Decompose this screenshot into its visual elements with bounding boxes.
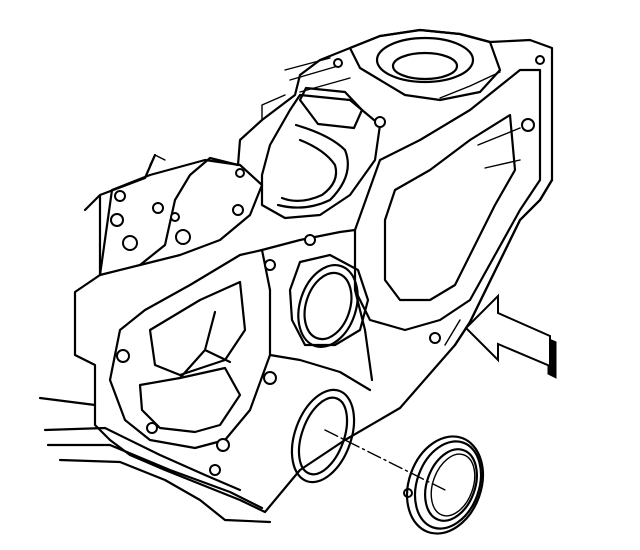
bolt-hole	[521, 118, 535, 132]
bolt-hole	[114, 190, 126, 202]
bolt-hole	[263, 371, 277, 385]
arrow-body	[464, 293, 551, 368]
bolt-hole	[304, 234, 316, 246]
bolt-hole	[264, 259, 276, 271]
bearing-saddle	[260, 93, 382, 220]
seal-outer-edge	[405, 435, 485, 535]
bolt-hole	[429, 332, 441, 344]
engine-block	[38, 28, 554, 524]
rib-1	[477, 127, 521, 146]
crank-bore-outer	[297, 264, 359, 348]
rear-panel-right	[353, 68, 542, 332]
pan-rail	[38, 396, 264, 510]
bolt-hole	[122, 235, 138, 251]
seal-inner-edge	[424, 448, 478, 522]
rear-panel-left	[108, 248, 272, 450]
bearing-saddle-arc-inner	[280, 138, 338, 202]
bolt-hole	[209, 464, 221, 476]
left-web-center	[178, 310, 232, 380]
bolt-hole	[175, 229, 191, 245]
bolt-hole	[170, 212, 180, 222]
centerline-dashed	[324, 429, 446, 491]
pan-rail-lower	[58, 458, 272, 524]
bolt-hole	[216, 438, 230, 452]
bolt-hole	[152, 202, 164, 214]
install-direction-arrow	[464, 293, 557, 379]
crank-bore-inner	[303, 271, 353, 341]
main-cap-top	[298, 86, 364, 130]
rib-3	[439, 71, 501, 99]
seal-seat-outer	[290, 388, 356, 484]
left-web-lower	[138, 366, 242, 434]
bolt-hole	[232, 204, 244, 216]
seal-seat-inner	[297, 396, 349, 476]
right-flange	[453, 178, 554, 347]
left-upper-detail	[149, 154, 166, 166]
bolt-hole	[146, 422, 158, 434]
bolt-hole	[235, 168, 245, 178]
rib-2	[484, 159, 521, 169]
bolt-hole	[333, 58, 343, 68]
bolt-hole	[110, 213, 124, 227]
seal-inner-lip	[430, 453, 476, 517]
bolt-hole	[535, 55, 545, 65]
deck-bore-inner	[391, 51, 459, 81]
top-deck	[348, 28, 502, 102]
block-outline	[73, 28, 554, 514]
top-stud-lines	[284, 57, 351, 93]
top-left-stub	[261, 94, 286, 121]
seal-outer-lip	[413, 440, 483, 530]
deck-bore-outer	[375, 36, 475, 84]
strut-1	[260, 228, 357, 252]
strut-2	[268, 353, 372, 392]
right-flange-edge	[444, 319, 461, 346]
bolt-hole	[374, 116, 386, 128]
bearing-saddle-arc	[276, 123, 349, 209]
rear-main-oil-seal	[405, 435, 485, 535]
bolt-hole	[116, 349, 130, 363]
left-web-upper	[148, 280, 247, 377]
bore-housing	[288, 253, 370, 347]
rear-panel-inner	[383, 113, 517, 302]
